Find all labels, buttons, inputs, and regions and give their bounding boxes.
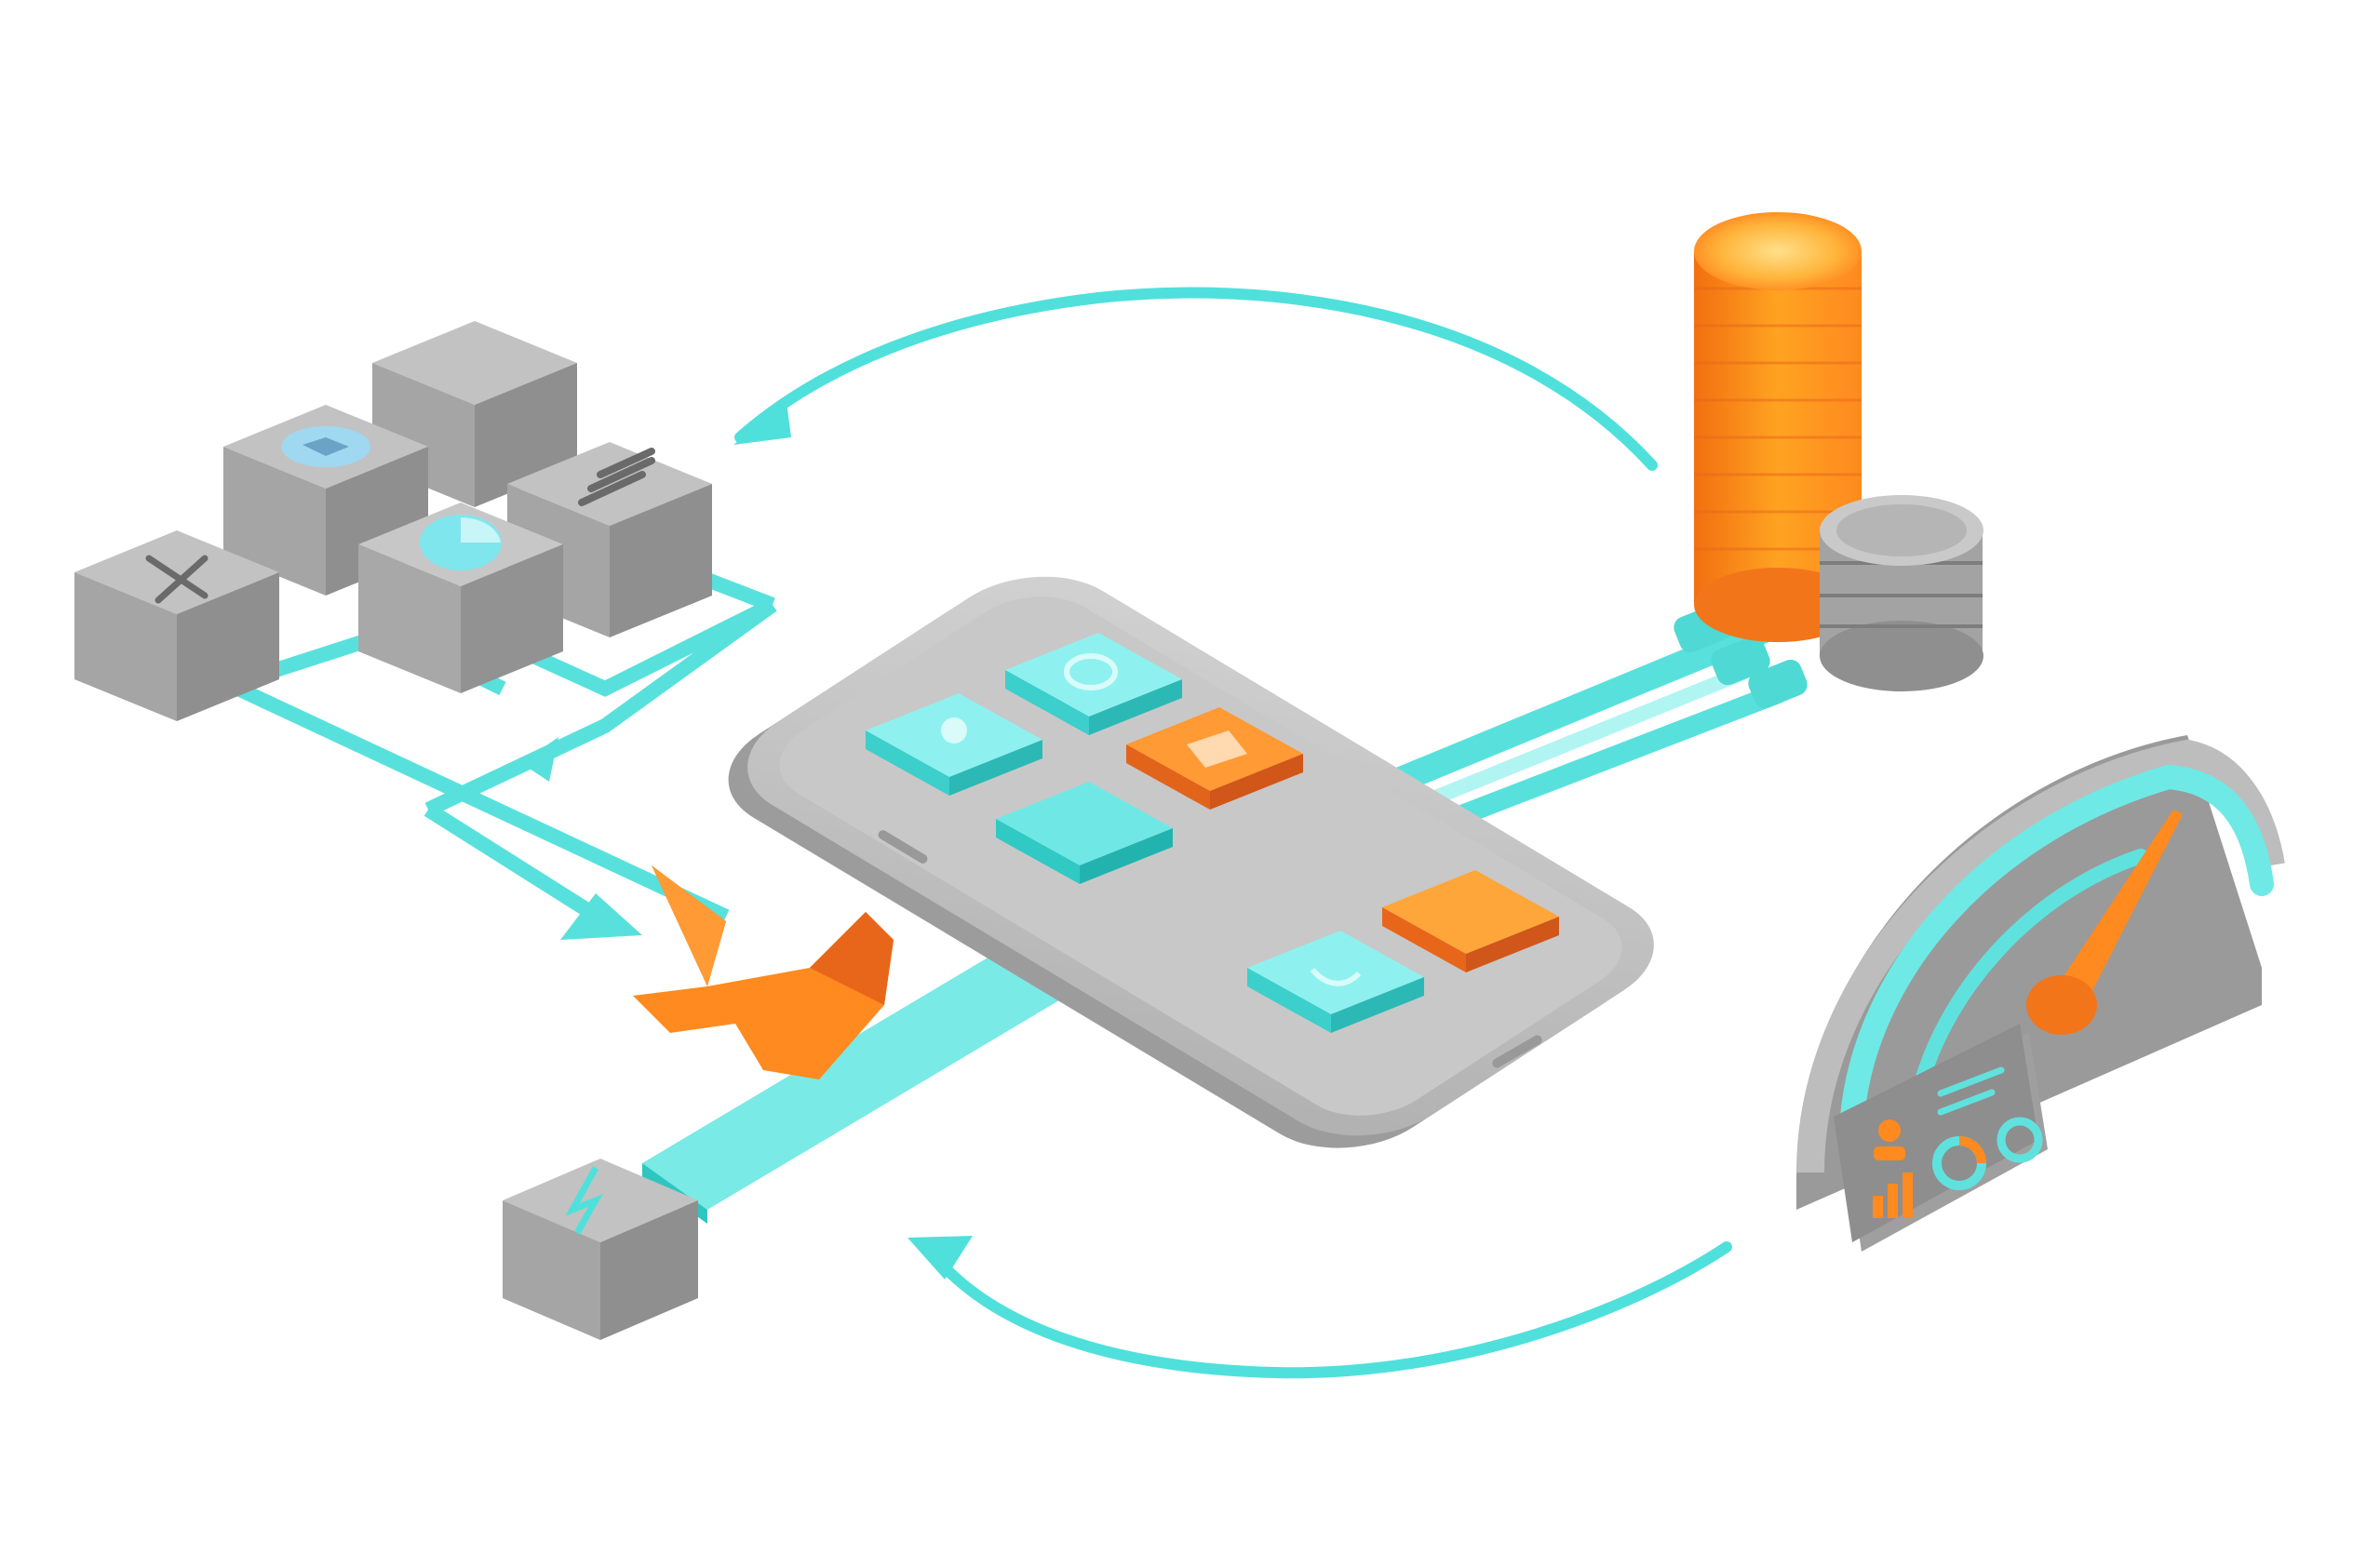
top-cycle-arrow [733,287,1658,471]
contact-app-icon[interactable] [866,693,1042,796]
bird-icon [633,865,894,1079]
phone-side-button [878,830,928,864]
smartphone [728,576,1654,1148]
chart-cube [358,503,563,693]
blank-app-icon[interactable] [996,782,1173,884]
crossed-tools-icon [145,555,208,604]
lightning-icon [565,1166,604,1235]
gray-coin-stack [1820,495,1983,691]
chat-app-icon[interactable] [1005,633,1182,735]
phone-port [1492,1035,1542,1068]
bottom-cycle-arrow [908,1236,1732,1379]
list-icon [578,448,655,506]
cube-cluster [74,321,712,721]
chart-icon [420,515,502,570]
tools-cube [74,530,279,721]
note-app-icon[interactable] [1126,707,1303,810]
blueprint-icon [303,437,349,456]
ring-icon [1997,1117,2043,1163]
lightning-cube [503,1159,698,1340]
call-app-icon[interactable] [1247,931,1424,1033]
list-cube [507,442,712,637]
dashboard-card [1834,1024,2048,1252]
orange-app-icon[interactable] [1382,870,1559,972]
donut-chart-icon [1932,1136,1986,1190]
phone-connector-pipes [1383,603,1808,829]
person-icon [1874,1119,1905,1160]
bar-chart-icon [1873,1173,1913,1218]
